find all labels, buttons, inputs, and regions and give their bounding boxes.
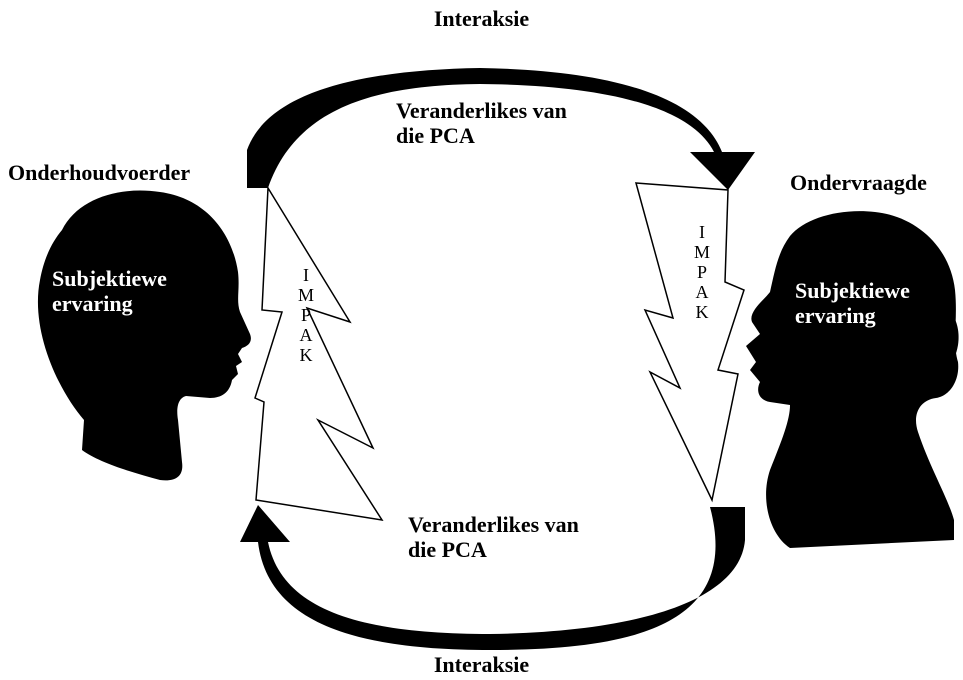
impact-letter: I: [303, 265, 309, 285]
male-head-silhouette-icon: [37, 190, 251, 481]
left-experience-line-1: Subjektiewe: [52, 266, 167, 291]
interaction-label-bottom: Interaksie: [433, 652, 530, 677]
impact-letters-right: I M P A K: [692, 222, 712, 322]
impact-letter: A: [299, 325, 313, 345]
interviewee-label: Ondervraagde: [790, 170, 927, 195]
impact-letter: P: [300, 305, 311, 325]
impact-letter: M: [693, 242, 710, 262]
left-experience-line-2: ervaring: [52, 291, 133, 317]
lightning-bolt-icon-left: [254, 185, 384, 522]
impact-letter: K: [299, 345, 313, 365]
variables-bottom-line-2: die PCA: [408, 537, 487, 563]
variables-label-top: Veranderlikes van die PCA: [396, 98, 567, 149]
right-experience-line-1: Subjektiewe: [795, 278, 910, 303]
impact-letter: A: [695, 282, 709, 302]
variables-bottom-line-1: Veranderlikes van: [408, 512, 579, 537]
right-experience-label: Subjektiewe ervaring: [795, 278, 910, 329]
impact-letter: I: [699, 222, 705, 242]
impact-letter: M: [297, 285, 314, 305]
left-experience-label: Subjektiewe ervaring: [52, 266, 167, 317]
variables-top-line-2: die PCA: [396, 123, 475, 149]
variables-top-line-1: Veranderlikes van: [396, 98, 567, 123]
top-interaction-arrow: [247, 68, 755, 190]
impact-letter: K: [695, 302, 709, 322]
right-experience-line-2: ervaring: [795, 303, 876, 329]
lightning-bolt-icon-right: [634, 182, 745, 503]
impact-letters-left: I M P A K: [296, 265, 316, 365]
interviewer-label: Onderhoudvoerder: [8, 160, 191, 185]
impact-letter: P: [696, 262, 707, 282]
female-head-silhouette-icon: [746, 211, 959, 548]
variables-label-bottom: Veranderlikes van die PCA: [408, 512, 579, 563]
interaction-label-top: Interaksie: [433, 6, 530, 31]
